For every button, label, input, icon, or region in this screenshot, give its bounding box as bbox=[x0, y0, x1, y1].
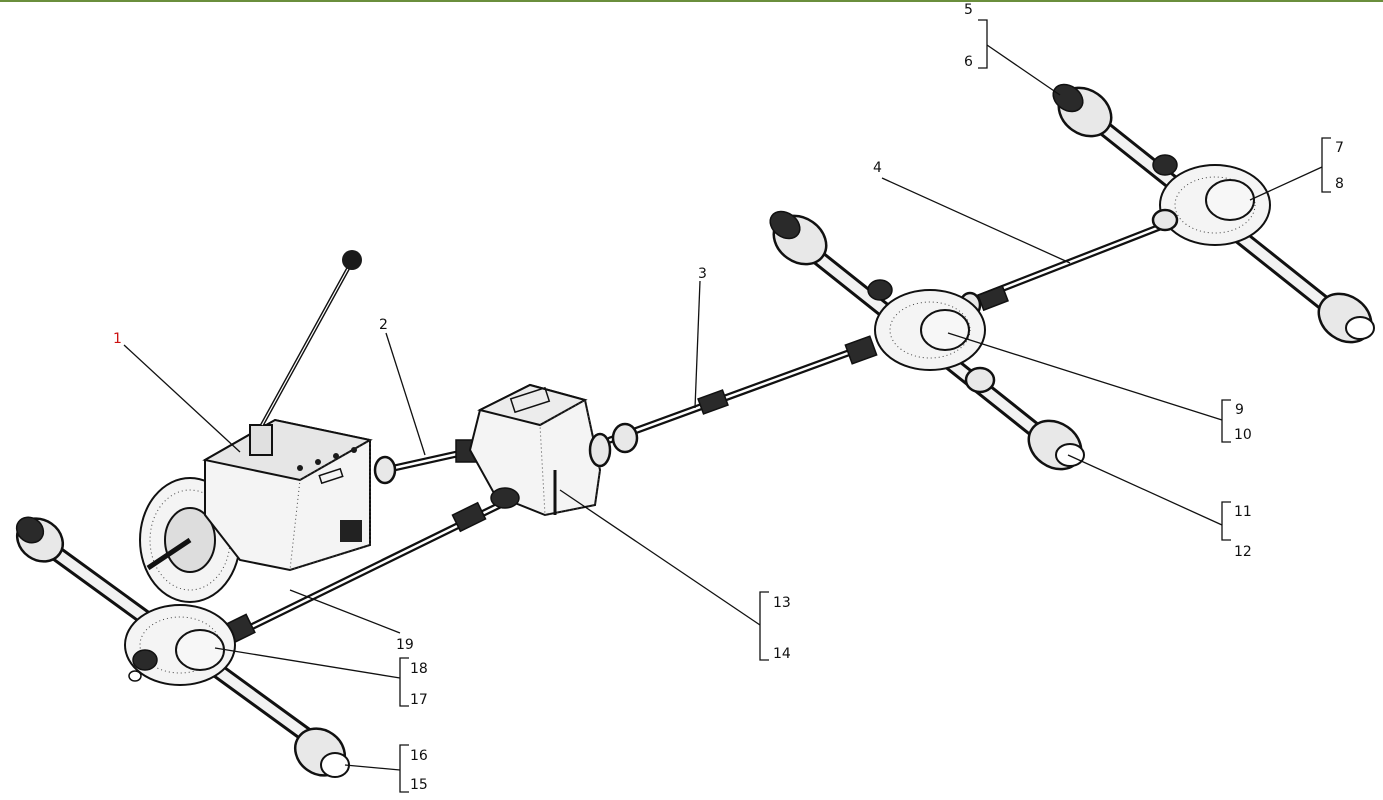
callout-10[interactable]: 10 bbox=[1234, 427, 1252, 443]
part-shaft-3[interactable] bbox=[606, 335, 878, 454]
part-transfer-case-13[interactable] bbox=[468, 383, 612, 517]
part-front-axle-18[interactable] bbox=[9, 510, 354, 785]
parts-artwork bbox=[9, 78, 1381, 785]
callout-7[interactable]: 7 bbox=[1335, 140, 1344, 156]
part-gearbox-1[interactable] bbox=[139, 250, 373, 603]
callout-5[interactable]: 5 bbox=[964, 2, 973, 18]
callout-2[interactable]: 2 bbox=[379, 317, 388, 333]
callout-8[interactable]: 8 bbox=[1335, 176, 1344, 192]
callout-3[interactable]: 3 bbox=[698, 266, 707, 282]
callout-9[interactable]: 9 bbox=[1235, 402, 1244, 418]
callout-13[interactable]: 13 bbox=[773, 595, 791, 611]
callout-labels: 1 2 3 4 5 6 7 8 9 10 11 12 13 14 15 16 1… bbox=[113, 2, 1344, 793]
callout-11[interactable]: 11 bbox=[1234, 504, 1252, 520]
callout-14[interactable]: 14 bbox=[773, 646, 791, 662]
part-middle-axle-10[interactable] bbox=[764, 206, 1090, 479]
part-rear-axle-8[interactable] bbox=[1048, 78, 1381, 352]
leader-lines bbox=[123, 44, 1323, 771]
callout-brackets bbox=[399, 19, 1331, 793]
callout-4[interactable]: 4 bbox=[873, 160, 882, 176]
top-rule bbox=[0, 0, 1383, 2]
callout-17[interactable]: 17 bbox=[410, 692, 428, 708]
callout-15[interactable]: 15 bbox=[410, 777, 428, 793]
callout-6[interactable]: 6 bbox=[964, 54, 973, 70]
callout-1[interactable]: 1 bbox=[113, 331, 122, 347]
callout-18[interactable]: 18 bbox=[410, 661, 428, 677]
callout-12[interactable]: 12 bbox=[1234, 544, 1252, 560]
callout-16[interactable]: 16 bbox=[410, 748, 428, 764]
callout-19[interactable]: 19 bbox=[396, 637, 414, 653]
part-shaft-2[interactable] bbox=[373, 439, 479, 485]
part-shaft-4[interactable] bbox=[956, 221, 1169, 319]
